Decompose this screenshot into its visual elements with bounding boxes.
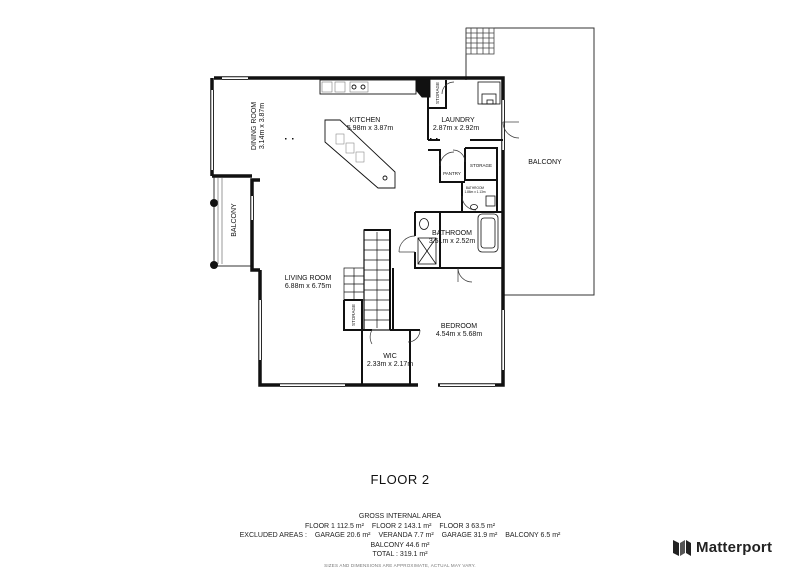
window-glazing xyxy=(210,76,505,387)
storage-mid-label: STORAGE xyxy=(470,163,492,168)
wic-label: WIC xyxy=(383,353,397,360)
area-heading: GROSS INTERNAL AREA xyxy=(358,513,442,520)
storage-top-label: STORAGE xyxy=(435,82,440,104)
area-excluded-3: GARAGE 31.9 m² xyxy=(441,532,498,540)
storage-stair-label: STORAGE xyxy=(351,304,356,326)
area-excluded-4: BALCONY 6.5 m² xyxy=(505,532,561,540)
area-floor-1: FLOOR 1 112.5 m² xyxy=(304,522,364,530)
laundry-fixtures xyxy=(477,81,501,105)
area-excluded-2: VERANDA 7.7 m² xyxy=(378,532,434,540)
living-dims: 6.88m x 6.75m xyxy=(285,283,331,290)
area-floors-row: FLOOR 1 112.5 m² FLOOR 2 143.1 m² FLOOR … xyxy=(0,522,800,532)
bathroom-label: BATHROOM xyxy=(432,230,472,237)
bedroom-dims: 4.54m x 5.68m xyxy=(436,331,482,338)
area-excluded-row: EXCLUDED AREAS : GARAGE 20.6 m² VERANDA … xyxy=(0,531,800,541)
floor-title: FLOOR 2 xyxy=(370,472,430,487)
area-floor-2: FLOOR 2 143.1 m² xyxy=(371,522,432,530)
area-disclaimer: SIZES AND DIMENSIONS ARE APPROXIMATE, AC… xyxy=(324,562,476,568)
ceiling-marks xyxy=(285,138,438,140)
brand: Matterport xyxy=(672,536,772,558)
kitchen-counters xyxy=(319,79,431,189)
exterior-stairs xyxy=(465,27,495,55)
balcony-railing xyxy=(217,178,223,264)
brand-name: Matterport xyxy=(696,538,773,556)
balcony-post xyxy=(210,199,218,207)
dining-dims: 3.14m x 3.87m xyxy=(259,103,266,149)
balcony-left-label: BALCONY xyxy=(231,203,238,237)
pantry-label: PANTRY xyxy=(443,171,461,176)
bathroom-fixtures xyxy=(417,195,499,265)
area-total: TOTAL : 319.1 m² xyxy=(372,551,428,559)
balcony-post xyxy=(210,261,218,269)
dining-label: DINING ROOM xyxy=(251,102,258,150)
bathroom-small-dims: 1.86m x 1.13m xyxy=(464,190,485,194)
interior-stairs xyxy=(343,229,391,331)
area-balcony: BALCONY 44.6 m² xyxy=(370,541,430,549)
bedroom-label: BEDROOM xyxy=(441,323,477,330)
matterport-logo-icon xyxy=(673,540,691,556)
kitchen-dims: 5.98m x 3.87m xyxy=(347,125,393,132)
windows xyxy=(211,77,504,386)
kitchen-label: KITCHEN xyxy=(350,117,381,124)
area-excluded-1: GARAGE 20.6 m² xyxy=(314,532,371,540)
laundry-label: LAUNDRY xyxy=(441,117,475,124)
bathroom-dims: 3.51m x 2.52m xyxy=(429,238,475,245)
door-swings xyxy=(369,81,520,345)
bathroom-small-label: BATHROOM xyxy=(466,186,485,190)
area-floor-3: FLOOR 3 63.5 m² xyxy=(439,522,496,530)
living-label: LIVING ROOM xyxy=(285,275,332,282)
wic-dims: 2.33m x 2.17m xyxy=(367,361,413,368)
area-excluded-label: EXCLUDED AREAS : xyxy=(239,532,307,540)
laundry-dims: 2.87m x 2.92m xyxy=(433,125,479,132)
balcony-right-label: BALCONY xyxy=(528,159,562,166)
area-summary: GROSS INTERNAL AREA FLOOR 1 112.5 m² FLO… xyxy=(0,512,800,571)
